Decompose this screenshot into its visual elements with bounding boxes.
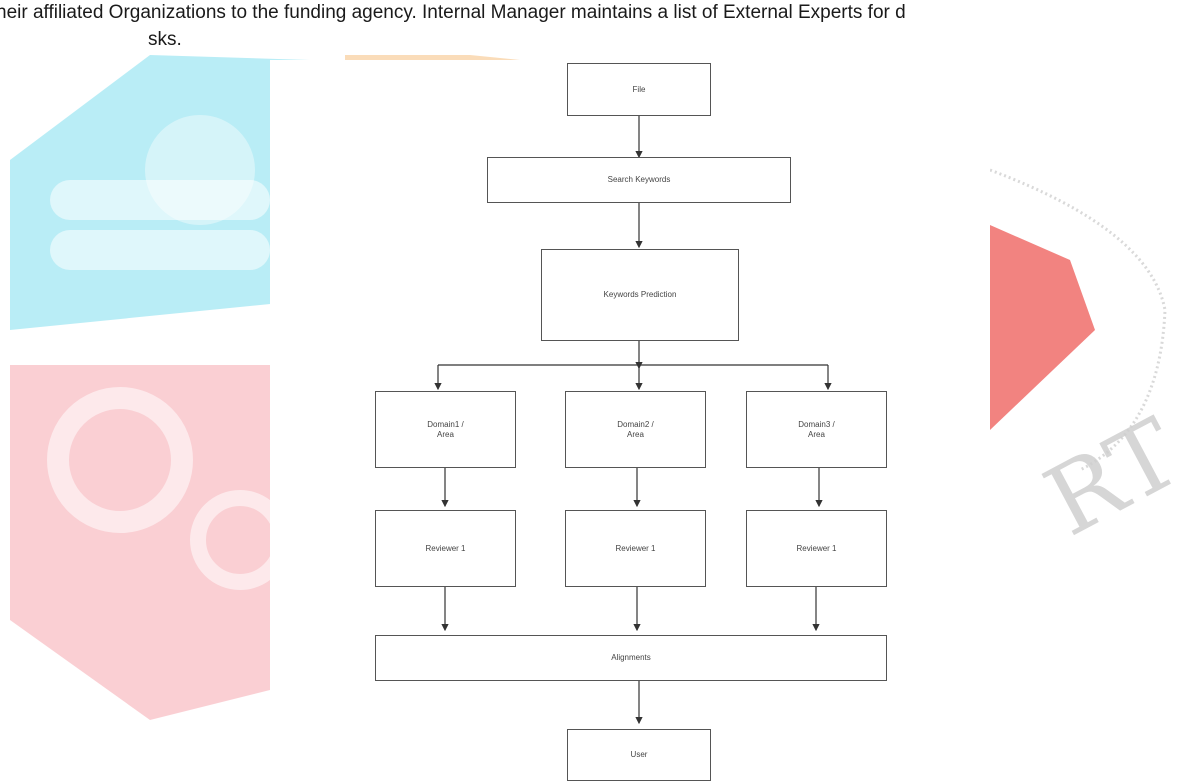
node-domain3: Domain3 / Area [746,391,887,468]
node-domain1: Domain1 / Area [375,391,516,468]
watermark-cloud-circle [145,115,255,225]
watermark-red-shape [990,225,1095,430]
node-keywords-prediction: Keywords Prediction [541,249,739,341]
watermark-cloud-bar-2 [50,230,270,270]
flowchart-connectors [434,116,832,725]
node-alignments: Alignments [375,635,887,681]
watermark-cloud-bar-1 [50,180,270,220]
document-text-line-1: heir affiliated Organizations to the fun… [0,2,906,23]
watermark-pink-shape [10,365,270,720]
node-reviewer-3: Reviewer 1 [746,510,887,587]
node-file: File [567,63,711,116]
watermark-grey-arc [989,168,1167,472]
node-domain2: Domain2 / Area [565,391,706,468]
watermark-orange-shape [345,55,520,60]
node-reviewer-2: Reviewer 1 [565,510,706,587]
node-search-keywords: Search Keywords [487,157,791,203]
watermark-letters: RT [1028,398,1177,558]
node-user: User [567,729,711,781]
watermark-gear-large [47,387,193,533]
document-text-line-2: sks. [148,29,182,50]
node-reviewer-1: Reviewer 1 [375,510,516,587]
